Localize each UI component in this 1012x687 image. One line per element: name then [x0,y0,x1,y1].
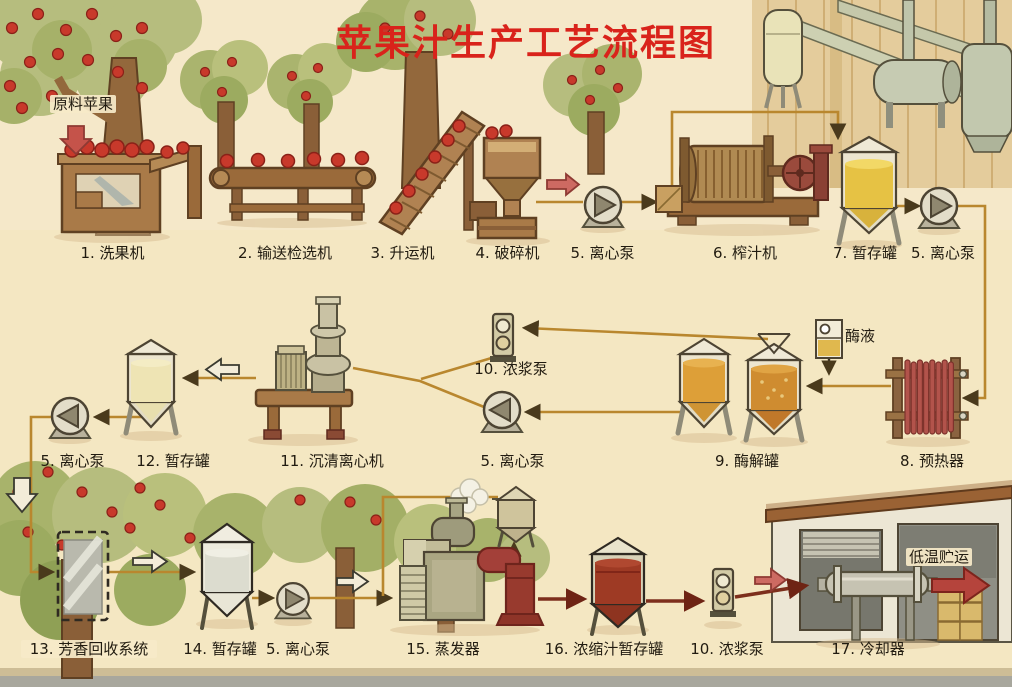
label-5-pump-a: 5. 离心泵 [570,244,635,262]
label-5-pump-b: 5. 离心泵 [910,244,976,262]
white-arrow-right-2 [336,569,370,594]
slurry-pump-icon [488,312,518,364]
label-3-elevator: 3. 升运机 [370,244,435,262]
elevator-icon [378,110,486,236]
label-7-holding-tank: 7. 暂存罐 [832,244,898,262]
label-11-settling-centrifuge: 11. 沉清离心机 [280,452,384,470]
white-arrow-down [5,477,39,514]
label-1-washer: 1. 洗果机 [80,244,145,262]
red-open-arrow-right [754,567,788,593]
fruit-washer-icon [57,139,165,234]
label-16-concentrate-tank: 16. 浓缩汁暂存罐 [544,640,664,658]
feed-ramp [149,141,202,219]
label-17-cooler: 17. 冷却器 [831,640,905,658]
label-2-sorting-conveyor: 2. 输送检选机 [237,244,333,262]
annotation-enzyme-liquid: 酶液 [845,327,876,345]
ground-strip [0,668,1012,687]
enzyme-container-icon [815,319,843,359]
raw-apples-arrow [58,125,94,156]
holding-tank-7-icon [836,135,902,246]
white-arrow-right-1 [132,549,169,574]
preheater-icon [885,357,969,439]
settling-centrifuge-icon [254,296,354,440]
white-arrow-left [204,357,240,382]
cooler-icon [817,565,938,641]
label-10-slurry-pump-a: 10. 浓浆泵 [474,360,548,378]
annotation-raw-apples: 原料苹果 [50,95,117,113]
red-arrow-right [546,172,581,197]
label-5-pump-e: 5. 离心泵 [265,640,331,658]
centrifugal-pump-icon [274,582,312,620]
label-13-aroma-recovery: 13. 芳香回收系统 [21,640,157,658]
holding-tank-12-icon [123,338,179,436]
enzymolysis-tanks-icon [675,333,805,443]
label-10-slurry-pump-b: 10. 浓浆泵 [690,640,764,658]
page-title: 苹果汁生产工艺流程图 [336,23,717,64]
flow-lines [29,110,987,612]
vessel-icon [961,0,1012,153]
label-6-juicer: 6. 榨汁机 [712,244,778,262]
orchard-trees [0,0,642,236]
vertical-tank-icon [763,9,803,109]
warehouse [765,480,1012,643]
annotation-cold-storage: 低温贮运 [906,548,973,566]
storage-tanks-background [763,0,1012,153]
label-8-preheater: 8. 预热器 [899,452,965,470]
boiler-icon [873,59,962,128]
centrifugal-pump-icon [480,390,524,434]
label-9-enzymolysis-tank: 9. 酶解罐 [714,452,780,470]
centrifugal-pump-icon [48,396,92,440]
evaporator-red-pipe [476,546,545,626]
juicer-icon [655,135,833,226]
label-15-evaporator: 15. 蒸发器 [406,640,480,658]
label-4-crusher: 4. 破碎机 [475,244,540,262]
holding-tank-14-icon [198,522,256,630]
label-5-pump-d: 5. 离心泵 [480,452,545,470]
decor-arrows [5,125,991,605]
steam [450,478,489,514]
condenser-tank-icon [494,485,538,548]
centrifugal-pump-icon [581,185,625,229]
label-14-holding-tank: 14. 暂存罐 [183,640,257,658]
label-5-pump-c: 5. 离心泵 [40,452,105,470]
sorting-conveyor-icon [208,150,377,221]
concentrate-tank-icon [588,536,648,636]
centrifugal-pump-icon [917,186,961,230]
label-12-holding-tank: 12. 暂存罐 [136,452,210,470]
crusher-icon [469,124,542,240]
evaporator-icon [399,478,545,626]
aroma-recovery-icon [56,530,110,622]
big-red-arrow [931,566,991,605]
slurry-pump-icon [708,567,738,619]
